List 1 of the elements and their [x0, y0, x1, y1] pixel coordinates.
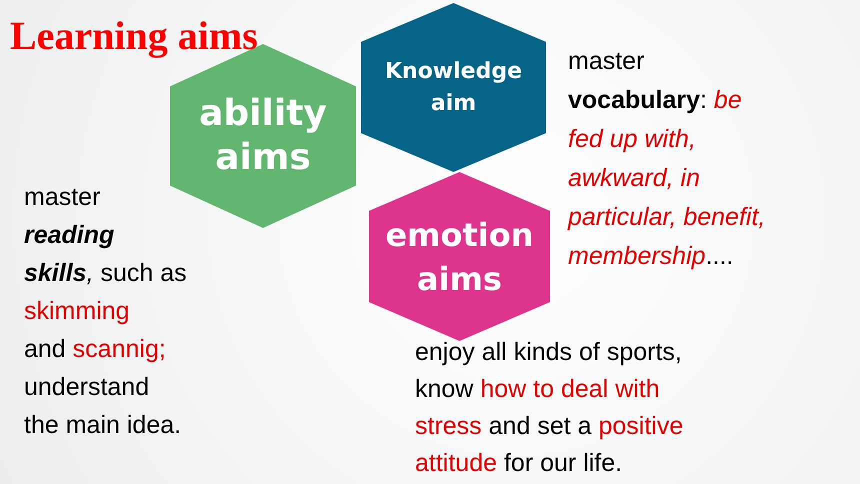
aim-description: master vocabulary: be fed up with, awkward, in particular, benefit, membership.... — [568, 46, 766, 272]
